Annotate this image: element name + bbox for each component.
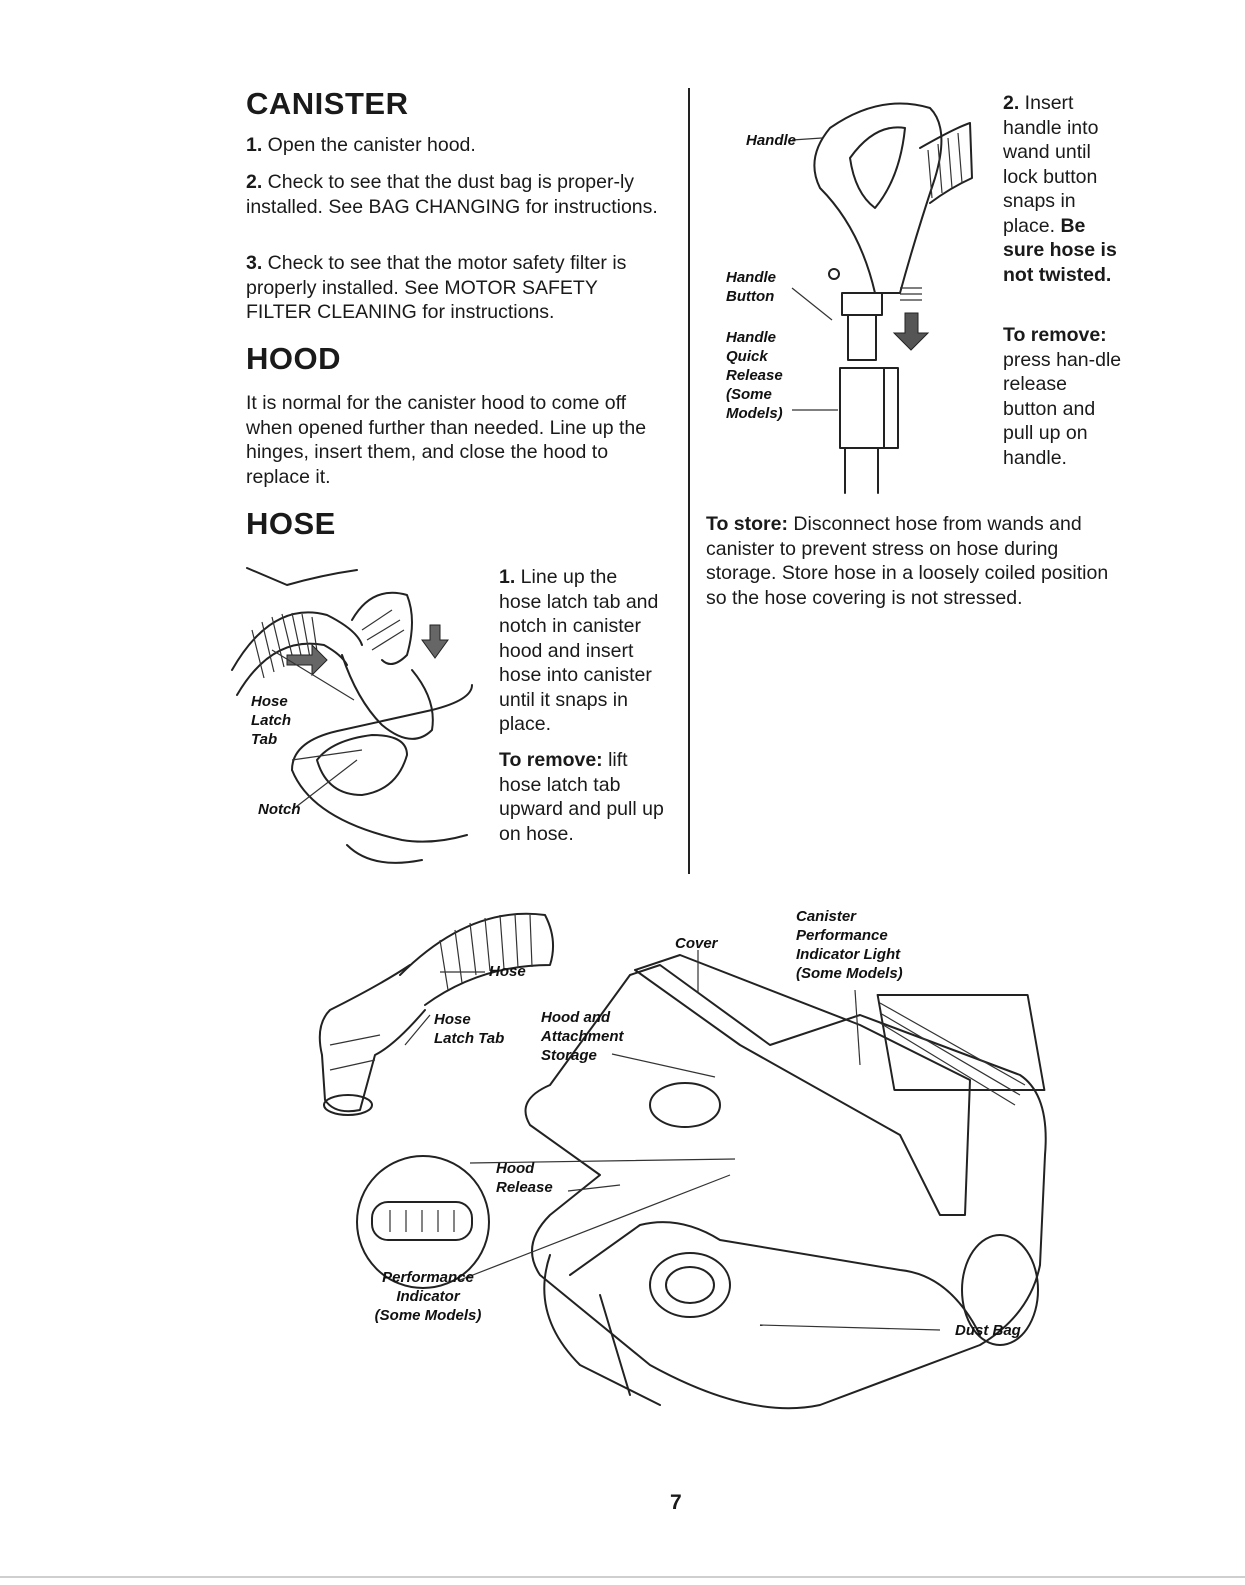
canister-step-1: 1. Open the canister hood. bbox=[246, 134, 476, 156]
hood-heading: HOOD bbox=[246, 341, 341, 376]
canister-heading: CANISTER bbox=[246, 86, 409, 121]
canister-step-2: 2. Check to see that the dust bag is pro… bbox=[246, 171, 658, 218]
canister-vacuum-diagram bbox=[318, 912, 1047, 1410]
handle-step-2: 2. Insert handle into wand until lock bu… bbox=[1003, 92, 1117, 286]
scan-edge-line bbox=[0, 1576, 1245, 1578]
diagram-hose-label: Hose bbox=[489, 963, 526, 980]
handle-insert-illustration bbox=[791, 102, 973, 494]
hose-heading: HOSE bbox=[246, 506, 336, 541]
notch-label: Notch bbox=[258, 801, 301, 818]
handle-remove-instructions: To remove: press han-dle release button … bbox=[1003, 324, 1122, 469]
page-number: 7 bbox=[670, 1491, 682, 1514]
column-divider bbox=[688, 88, 690, 874]
hose-remove-instructions: To remove: lift hose latch tab upward an… bbox=[499, 749, 664, 845]
canister-step-3: 3. Check to see that the motor safety fi… bbox=[246, 252, 627, 323]
store-instructions: To store: Disconnect hose from wands and… bbox=[706, 513, 1109, 609]
cover-label: Cover bbox=[675, 935, 718, 952]
dust-bag-label: Dust Bag bbox=[955, 1322, 1021, 1339]
hose-step-1: 1. Line up the hose latch tab and notch … bbox=[499, 566, 659, 735]
hood-paragraph: It is normal for the canister hood to co… bbox=[246, 392, 647, 488]
hose-insert-illustration bbox=[231, 567, 473, 864]
handle-label: Handle bbox=[746, 132, 797, 149]
hose-corrugation bbox=[231, 611, 363, 696]
